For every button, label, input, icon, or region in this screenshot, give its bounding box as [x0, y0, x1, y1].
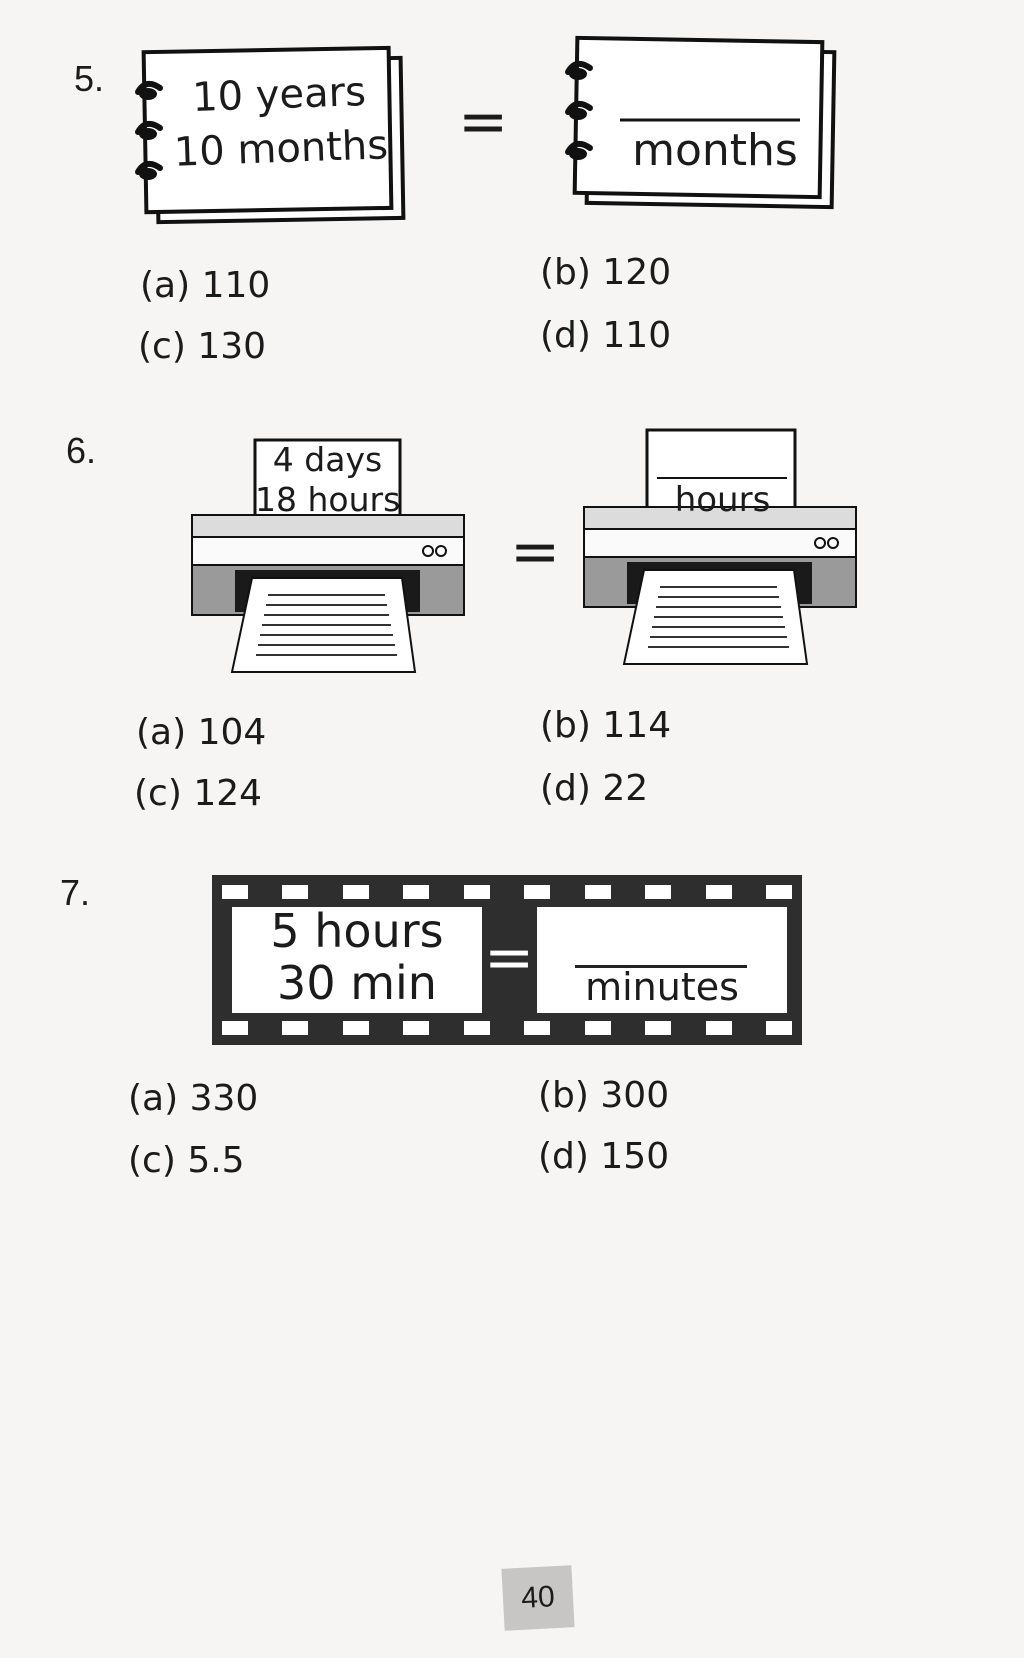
- film-perforation: [765, 1021, 792, 1035]
- right-unit-label: minutes: [585, 965, 739, 1009]
- left-line-1: 10 years: [191, 68, 367, 122]
- film-perforation: [645, 1021, 672, 1035]
- film-perforation: [342, 1021, 369, 1035]
- equals-sign: =: [510, 517, 561, 587]
- film-perforation: [584, 1021, 611, 1035]
- film-frame-left: [232, 907, 482, 1013]
- option-d[interactable]: (d) 22: [540, 768, 649, 809]
- film-perforation: [222, 885, 248, 899]
- film-perforation: [584, 885, 611, 899]
- film-perforation: [282, 885, 309, 899]
- option-b[interactable]: (b) 300: [538, 1075, 670, 1116]
- film-perforation: [282, 1021, 309, 1035]
- page-number: 40: [501, 1565, 575, 1631]
- film-perforation: [765, 885, 792, 899]
- equals-sign: =: [458, 87, 509, 157]
- option-b[interactable]: (b) 120: [540, 252, 672, 293]
- question-number: 6.: [66, 430, 97, 471]
- right-unit-label: hours: [674, 480, 771, 520]
- option-d[interactable]: (d) 150: [538, 1136, 670, 1177]
- film-perforation: [645, 885, 672, 899]
- film-left-text: 5 hours 30 min: [232, 905, 482, 1009]
- printer-right: [583, 428, 857, 665]
- film-perforation: [705, 885, 732, 899]
- question-number: 7.: [60, 872, 91, 913]
- option-b[interactable]: (b) 114: [540, 705, 672, 746]
- film-perforations-bottom: [222, 1021, 792, 1035]
- film-perforation: [463, 1021, 490, 1035]
- film-strip: [212, 875, 802, 1045]
- answer-blank-line: [575, 965, 747, 968]
- film-perforation: [463, 885, 490, 899]
- option-d[interactable]: (d) 110: [540, 315, 672, 356]
- film-perforation: [524, 885, 551, 899]
- film-perforation: [403, 1021, 430, 1035]
- notepad-right: [565, 35, 837, 210]
- option-c[interactable]: (c) 130: [138, 326, 267, 367]
- notepad-left: [135, 45, 406, 225]
- right-unit-label: months: [632, 125, 798, 176]
- printer-left: [191, 438, 465, 673]
- option-c[interactable]: (c) 124: [134, 773, 263, 814]
- option-a[interactable]: (a) 104: [136, 712, 267, 753]
- left-line-2: 10 months: [173, 122, 389, 176]
- left-line-1: 4 days: [272, 440, 383, 479]
- left-line-1: 5 hours: [270, 904, 444, 958]
- film-perforation: [705, 1021, 732, 1035]
- film-frame-right: [537, 907, 787, 1013]
- option-c[interactable]: (c) 5.5: [128, 1140, 245, 1181]
- film-perforation: [222, 1021, 248, 1035]
- notepad-left-text: 10 years 10 months: [158, 64, 402, 180]
- left-line-2: 18 hours: [255, 480, 401, 519]
- option-a[interactable]: (a) 330: [128, 1078, 259, 1119]
- film-perforation: [342, 885, 369, 899]
- left-line-2: 30 min: [277, 956, 437, 1010]
- film-perforation: [403, 885, 430, 899]
- film-perforation: [524, 1021, 551, 1035]
- film-perforations-top: [222, 885, 792, 899]
- printer-left-text: 4 days 18 hours: [255, 440, 400, 520]
- question-number: 5.: [74, 58, 105, 99]
- option-a[interactable]: (a) 110: [140, 265, 271, 306]
- equals-sign: =: [484, 923, 535, 993]
